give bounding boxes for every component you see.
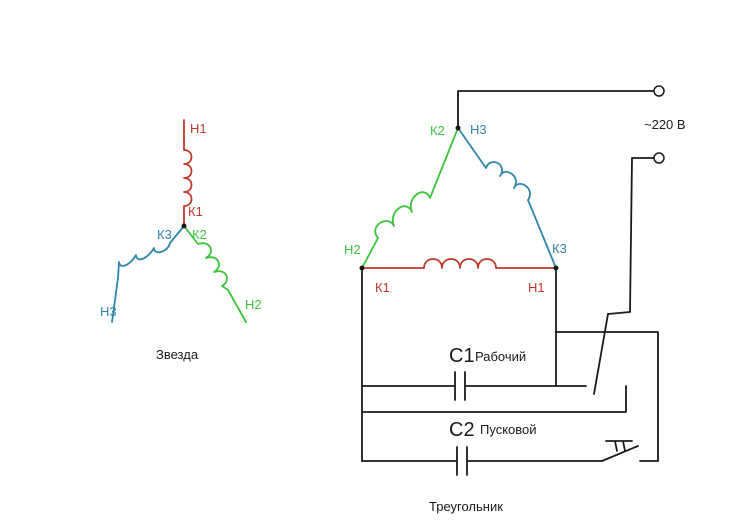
- star-center-node: [181, 223, 187, 229]
- c1-return-wire: [361, 385, 627, 413]
- c1-capacitor-symbol: [454, 371, 466, 401]
- triangle-left-node: [359, 265, 365, 271]
- star-label-h2: Н2: [245, 297, 262, 312]
- supply-voltage-label: ~220 В: [644, 117, 686, 132]
- triangle-winding-blue: [457, 127, 557, 269]
- triangle-label-h1: Н1: [528, 280, 545, 295]
- c2-name: С2: [449, 419, 475, 441]
- star-winding-green: [183, 225, 247, 323]
- triangle-caption: Треугольник: [429, 499, 503, 514]
- main-switch: [593, 313, 609, 395]
- triangle-label-k3: К3: [552, 241, 567, 256]
- c2-capacitor-symbol: [456, 446, 468, 476]
- star-label-k1: К1: [188, 204, 203, 219]
- triangle-label-k2: К2: [430, 123, 445, 138]
- triangle-wiring: [359, 85, 665, 476]
- star-winding-red: [183, 119, 193, 227]
- supply-wire-top: [457, 90, 655, 129]
- supply-terminal-bottom: [653, 152, 665, 164]
- triangle-label-h2: Н2: [344, 242, 361, 257]
- triangle-connection: К2 Н3 Н2 К3 К1 Н1 ~220 В С1 Рабочий С2 П…: [344, 85, 686, 514]
- triangle-winding-red: [361, 258, 557, 269]
- triangle-winding-green: [361, 127, 459, 269]
- star-label-h1: Н1: [190, 121, 207, 136]
- triangle-right-node: [553, 265, 559, 271]
- triangle-label-h3: Н3: [470, 122, 487, 137]
- star-caption: Звезда: [156, 347, 199, 362]
- c2-loop-wire: [555, 331, 659, 462]
- supply-wire-bottom: [607, 157, 655, 315]
- star-label-h3: Н3: [100, 304, 117, 319]
- start-button-switch: [601, 440, 639, 462]
- c1-name: С1: [449, 345, 475, 367]
- star-winding-blue: [111, 225, 185, 323]
- star-label-k2: К2: [192, 227, 207, 242]
- star-label-k3: К3: [157, 227, 172, 242]
- triangle-top-node: [455, 125, 461, 131]
- supply-terminal-top: [653, 85, 665, 97]
- c2-role: Пусковой: [480, 422, 537, 437]
- triangle-label-k1: К1: [375, 280, 390, 295]
- c1-role: Рабочий: [475, 349, 526, 364]
- star-connection: Н1 К1 К3 К2 Н3 Н2 Звезда: [100, 119, 262, 362]
